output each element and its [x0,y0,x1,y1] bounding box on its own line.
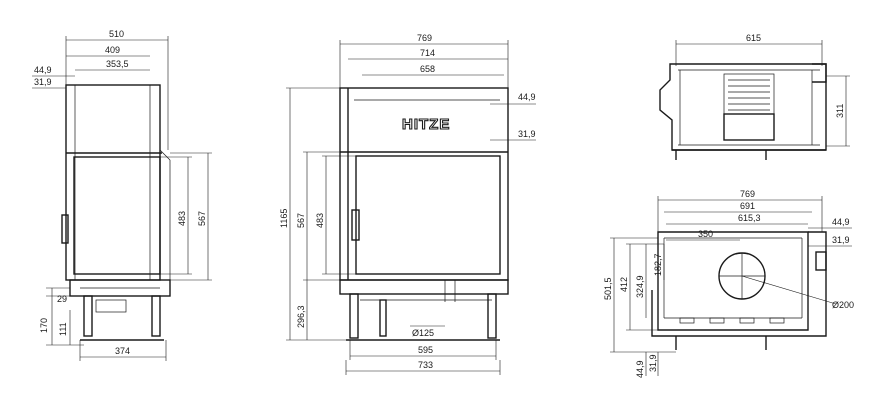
dim-side-483: 483 [177,211,187,226]
top-view: 615 311 [659,33,850,160]
plan-view: 769 691 615,3 350 44,9 31,9 501,5 412 32… [603,189,854,378]
dim-plan-412: 412 [619,277,629,292]
dim-side-29: 29 [57,294,67,304]
dim-side-111: 111 [58,322,68,336]
dim-plan-769: 769 [740,189,755,199]
dim-plan-31-9-bottom: 31,9 [648,354,658,372]
dim-front-dia-125: Ø125 [412,328,434,338]
dim-plan-615-3: 615,3 [738,213,761,223]
dim-side-31-9: 31,9 [34,77,52,87]
dim-front-44-9: 44,9 [518,92,536,102]
dim-plan-31-9: 31,9 [832,235,850,245]
dim-plan-dia-200: Ø200 [832,300,854,310]
dim-front-595: 595 [418,345,433,355]
dim-front-769: 769 [417,33,432,43]
dim-plan-350: 350 [698,229,713,239]
dim-side-353-5: 353,5 [106,59,129,69]
dim-plan-324-9: 324,9 [635,275,645,298]
dim-side-44-9: 44,9 [34,65,52,75]
hitze-logo: HITZE [402,116,450,133]
dim-plan-44-9-bottom: 44,9 [635,360,645,378]
dim-plan-691: 691 [740,201,755,211]
dim-side-170: 170 [39,318,49,333]
front-view: HITZE 769 714 658 44,9 31,9 1165 567 [279,33,536,375]
dim-side-409: 409 [105,45,120,55]
dim-front-31-9: 31,9 [518,129,536,139]
dim-side-374: 374 [115,346,130,356]
dim-plan-44-9: 44,9 [832,217,850,227]
dim-side-567: 567 [197,211,207,226]
dim-side-510: 510 [109,29,124,39]
dim-front-567: 567 [296,213,306,228]
dim-plan-501-5: 501,5 [603,277,613,300]
dim-front-483: 483 [315,213,325,228]
dim-front-733: 733 [418,360,433,370]
dim-front-1165: 1165 [279,209,289,228]
dim-front-714: 714 [420,48,435,58]
dim-top-615: 615 [746,33,761,43]
dim-top-311: 311 [835,104,845,118]
dim-front-296-3: 296,3 [296,305,306,328]
dim-plan-182-7: 182,7 [653,253,663,276]
side-view: 510 409 353,5 44,9 31,9 483 567 29 170 1… [32,29,212,361]
dim-front-658: 658 [420,64,435,74]
